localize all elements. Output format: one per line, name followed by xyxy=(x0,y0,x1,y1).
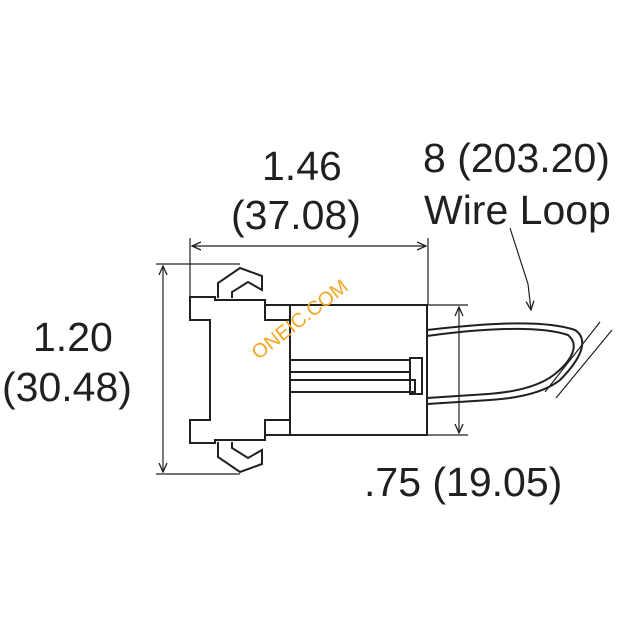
body-height-dimension xyxy=(428,304,468,436)
connector-body xyxy=(189,266,428,474)
width-dimension xyxy=(189,238,429,305)
body-height-label: .75 (19.05) xyxy=(364,459,563,505)
wire-length-label: 8 (203.20) xyxy=(423,135,610,181)
wire-loop xyxy=(426,322,584,405)
width-inch-label: 1.46 xyxy=(262,143,342,189)
wire-leader xyxy=(509,227,531,310)
height-mm-label: (30.48) xyxy=(2,364,132,410)
height-dimension xyxy=(156,263,240,475)
wire-loop-label: Wire Loop xyxy=(424,187,611,233)
wire-break-lines xyxy=(544,321,613,399)
width-mm-label: (37.08) xyxy=(231,192,361,238)
height-inch-label: 1.20 xyxy=(33,314,113,360)
